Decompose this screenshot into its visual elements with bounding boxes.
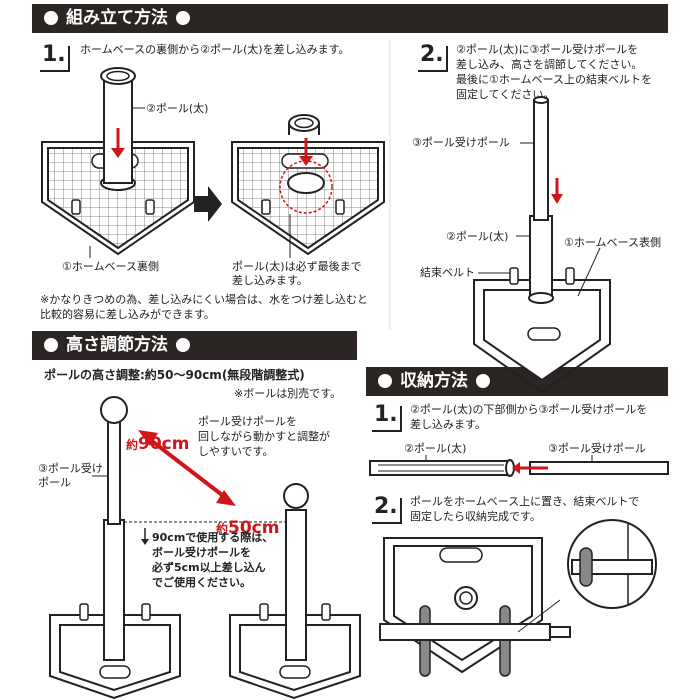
adjust-tip: ポール受けポールを 回しながら動かすと調整が しやすいです。 xyxy=(198,415,330,458)
height-min-prefix: 約 xyxy=(216,522,229,536)
height-min-value: 50cm xyxy=(228,518,280,538)
usage-caution: 90cmで使用する際は、 ボール受けポールを 必ず5cm以上差し込ん でご使用く… xyxy=(152,531,274,589)
ball-note: ※ボールは別売です。 xyxy=(234,387,342,400)
label-pole-thick: ②ポール(太) xyxy=(446,230,509,243)
bullet-dot-icon xyxy=(44,338,58,352)
label-belt: 結束ベルト xyxy=(420,266,475,279)
assembled-tee-figure xyxy=(473,96,611,394)
height-subtitle: ポールの高さ調整:約50〜90cm(無段階調整式) xyxy=(44,368,305,382)
label-receiver-pole: ③ポール受けポール xyxy=(548,442,646,455)
label-pole-thick: ②ポール(太) xyxy=(146,102,209,115)
label-base-front: ①ホームベース表側 xyxy=(564,236,661,249)
label-pole-thick: ②ポール(太) xyxy=(404,442,467,455)
step-instruction: ②ポール(太)に③ポール受けポールを 差し込み、高さを調節してください。 最後に… xyxy=(456,43,652,101)
bullet-dot-icon xyxy=(176,338,190,352)
bullet-dot-icon xyxy=(176,11,190,25)
base-back-figure xyxy=(41,67,195,258)
section-title: 高さ調節方法 xyxy=(66,335,168,355)
step-instruction: ②ポール(太)の下部側から③ポール受けポールを 差し込みます。 xyxy=(410,403,648,431)
label-receiver-pole: ③ポール受け ポール xyxy=(38,462,103,489)
step-number: 2. xyxy=(372,494,402,524)
label-insert-note: ポール(太)は必ず最後まで 差し込みます。 xyxy=(232,260,362,287)
bullet-dot-icon xyxy=(44,11,58,25)
base-inserted-figure xyxy=(231,114,385,258)
bullet-dot-icon xyxy=(476,374,490,388)
label-receiver-pole: ③ポール受けポール xyxy=(412,136,510,149)
next-arrow-icon xyxy=(194,186,222,222)
step-number: 1. xyxy=(372,402,402,432)
step-instruction: ポールをホームベース上に置き、結束ベルトで 固定したら収納完成です。 xyxy=(410,495,640,523)
section-header-height: 高さ調節方法 xyxy=(32,331,357,360)
step-instruction: ホームベースの裏側から②ポール(太)を差し込みます。 xyxy=(80,43,350,56)
section-title: 収納方法 xyxy=(400,371,468,391)
poles-horizontal-figure xyxy=(369,455,669,477)
height-min-label: 約50cm xyxy=(216,498,279,539)
bullet-dot-icon xyxy=(378,374,392,388)
caution-arrow-icon xyxy=(141,528,149,545)
step-number: 1. xyxy=(40,42,70,72)
label-base-back: ①ホームベース裏側 xyxy=(62,260,159,273)
tee-90cm-figure xyxy=(49,396,181,700)
height-range-arrow-icon xyxy=(138,430,236,506)
stored-tee-figure xyxy=(379,519,657,677)
step-number: 2. xyxy=(418,42,448,72)
height-max-prefix: 約 xyxy=(126,438,139,452)
moisture-note: ※かなりきつめの為、差し込みにくい場合は、水をつけ差し込むと 比較的容易に差し込… xyxy=(40,293,368,321)
tee-50cm-figure xyxy=(229,483,361,700)
section-header-storage: 収納方法 xyxy=(366,367,668,396)
section-header-assembly: 組み立て方法 xyxy=(32,4,668,33)
height-max-value: 90cm xyxy=(138,434,190,454)
height-max-label: 約90cm xyxy=(126,414,189,455)
section-title: 組み立て方法 xyxy=(66,8,168,28)
